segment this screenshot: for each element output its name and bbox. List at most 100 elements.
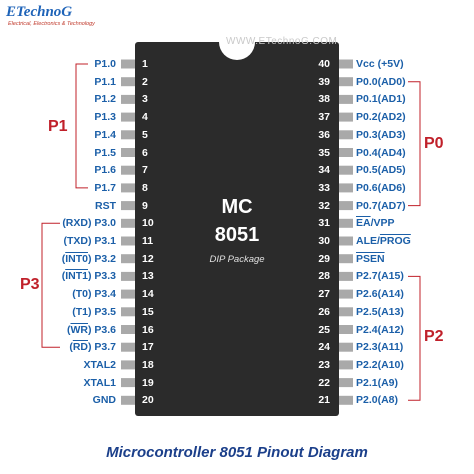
pin-26-number: 26 (318, 305, 330, 318)
pin-39-label: P0.0(AD0) (356, 75, 406, 88)
pin-1-number: 1 (142, 58, 148, 70)
pin-34-number: 34 (318, 164, 330, 177)
pin-38-number: 38 (318, 93, 330, 106)
pin-1-label: P1.0 (94, 58, 116, 70)
pin-lead (337, 236, 353, 246)
pin-24-number: 24 (318, 341, 330, 354)
pin-lead (121, 59, 137, 69)
pin-2-number: 2 (142, 75, 148, 88)
right-pin-leads (337, 59, 353, 405)
pin-lead (121, 130, 137, 140)
pin-35-label: P0.4(AD4) (356, 146, 406, 159)
pin-7-number: 7 (142, 164, 148, 177)
pin-25-label: P2.4(A12) (356, 323, 404, 336)
pin-30-number: 30 (318, 235, 330, 247)
pin-27-number: 27 (318, 288, 330, 301)
pin-17-label: (RD) P3.7 (69, 341, 116, 354)
pin-14-number: 14 (142, 288, 154, 301)
pin-8-label: P1.7 (94, 181, 116, 194)
diagram-caption: Microcontroller 8051 Pinout Diagram (106, 444, 368, 461)
pin-lead (337, 395, 353, 405)
pin-25-number: 25 (318, 323, 330, 336)
pin-lead (121, 165, 137, 175)
pin-22-number: 22 (318, 376, 330, 389)
pin-lead (121, 378, 137, 388)
pin-lead (337, 165, 353, 175)
p2-bracket (408, 275, 421, 401)
pin-3-number: 3 (142, 93, 148, 106)
pin-11-number: 11 (142, 235, 154, 247)
pin-8-number: 8 (142, 181, 148, 194)
pin-37-number: 37 (318, 111, 330, 124)
pin-13-number: 13 (142, 270, 154, 283)
brand-logo: ETechnoG (6, 4, 73, 20)
pin-4-number: 4 (142, 111, 148, 124)
port-p3-label: P3 (20, 276, 40, 293)
pin-lead (121, 307, 137, 317)
pin-36-number: 36 (318, 128, 330, 141)
pin-lead (337, 94, 353, 104)
pin-40-number: 40 (318, 58, 330, 70)
chip-notch (219, 42, 255, 60)
pin-lead (337, 378, 353, 388)
pin-18-number: 18 (142, 358, 154, 371)
pin-7-label: P1.6 (94, 164, 116, 177)
port-p2-label: P2 (424, 328, 444, 345)
port-p1-label: P1 (48, 118, 68, 135)
pin-26-label: P2.5(A13) (356, 305, 404, 318)
pin-lead (337, 360, 353, 370)
brand-tagline: Electrical, Electronics & Technology (8, 21, 95, 27)
pin-lead (121, 342, 137, 352)
pin-20-label: GND (92, 394, 116, 407)
pin-23-number: 23 (318, 358, 330, 371)
pin-lead (337, 218, 353, 228)
pin-18-label: XTAL2 (83, 358, 116, 371)
pin-38-label: P0.1(AD1) (356, 93, 406, 106)
pin-lead (337, 254, 353, 264)
pin-22-label: P2.1(A9) (356, 376, 399, 389)
pin-lead (337, 59, 353, 69)
pin-lead (121, 218, 137, 228)
pin-15-label: (T1) P3.5 (72, 305, 116, 318)
pin-36-label: P0.3(AD3) (356, 128, 406, 141)
pin-29-label: PSEN (356, 252, 385, 265)
pin-19-number: 19 (142, 376, 154, 389)
pin-lead (121, 77, 137, 87)
pin-27-label: P2.6(A14) (356, 288, 404, 301)
pin-9-label: RST (95, 199, 116, 212)
pin-lead (121, 94, 137, 104)
pin-35-number: 35 (318, 146, 330, 159)
pin-5-number: 5 (142, 128, 148, 141)
chip-package: DIP Package (209, 254, 265, 265)
pin-lead (121, 183, 137, 193)
pin-14-label: (T0) P3.4 (72, 288, 116, 301)
pin-6-number: 6 (142, 146, 148, 159)
pin-lead (337, 271, 353, 281)
pin-16-label: (WR) P3.6 (66, 323, 116, 336)
pin-10-label: (RXD) P3.0 (62, 217, 116, 230)
pin-37-label: P0.2(AD2) (356, 111, 406, 124)
pin-20-number: 20 (142, 394, 154, 407)
pin-39-number: 39 (318, 75, 330, 88)
port-p0-label: P0 (424, 135, 444, 152)
pin-28-label: P2.7(A15) (356, 270, 404, 283)
pin-17-number: 17 (142, 341, 154, 354)
pin-lead (121, 360, 137, 370)
pin-lead (121, 271, 137, 281)
pin-lead (121, 325, 137, 334)
pin-40-label: Vcc (+5V) (356, 58, 404, 70)
pin-lead (337, 148, 353, 157)
pin-12-number: 12 (142, 252, 154, 265)
p1-bracket (75, 63, 88, 189)
pin-32-number: 32 (318, 199, 330, 212)
pin-lead (337, 130, 353, 140)
pin-16-number: 16 (142, 323, 154, 336)
pin-34-label: P0.5(AD5) (356, 164, 406, 177)
pin-5-label: P1.4 (94, 128, 116, 141)
pin-3-label: P1.2 (94, 93, 116, 106)
chip-name-line1: MC (221, 196, 253, 218)
pin-lead (121, 236, 137, 246)
pin-23-label: P2.2(A10) (356, 358, 404, 371)
pin-6-label: P1.5 (94, 146, 116, 159)
